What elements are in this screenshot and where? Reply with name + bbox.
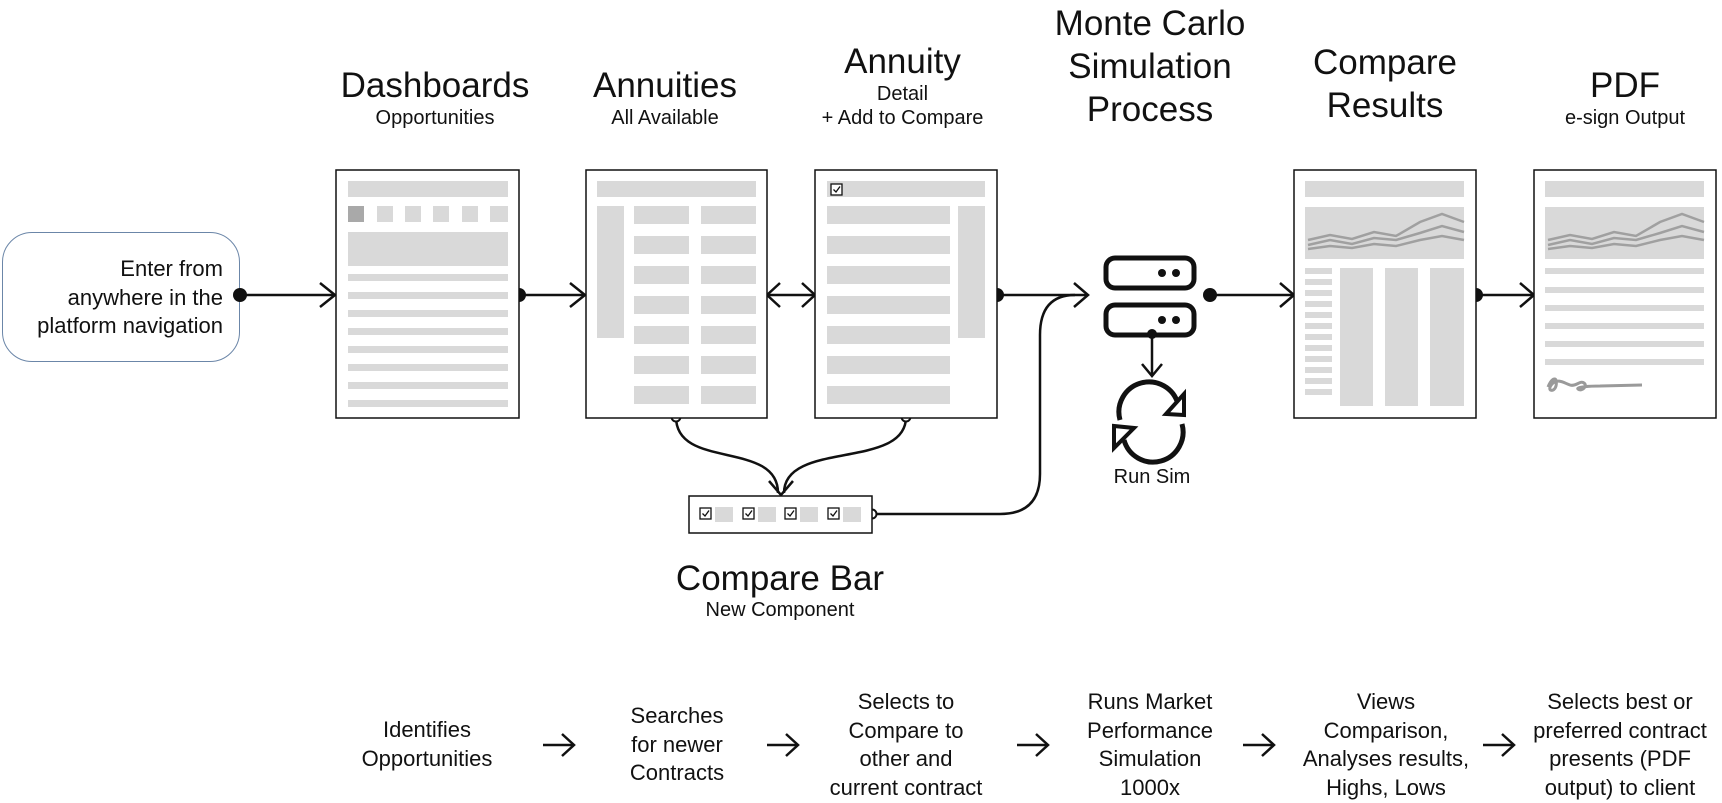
annuities-subtitle: All Available <box>611 107 719 129</box>
connector-comparebar-sim <box>872 293 1076 516</box>
entry-point-label: Enter from anywhere in the platform navi… <box>37 256 223 338</box>
step-runs-simulation: Runs Market Performance Simulation 1000x <box>1087 689 1213 800</box>
run-sim-label: Run Sim <box>1113 466 1191 488</box>
refresh-arrowhead-top <box>1161 388 1186 418</box>
arrowhead-comparebar <box>768 480 794 497</box>
compare-slot-3 <box>784 507 818 522</box>
refresh-icon <box>1116 379 1186 465</box>
pdf-trend-lines <box>1547 212 1705 251</box>
step-searches-contracts: Searches for newer Contracts <box>629 703 725 785</box>
flow-connectors <box>240 282 1536 516</box>
entry-point-box: Enter from anywhere in the platform navi… <box>2 232 240 362</box>
signature-icon <box>1546 377 1643 392</box>
curve-annuities-comparebar <box>674 416 780 494</box>
annuities-screen <box>585 169 768 419</box>
pdf-subtitle: e-sign Output <box>1564 107 1686 129</box>
step-identifies-opportunities: Identifies Opportunities <box>361 717 493 771</box>
annuity-detail-subtitle: Detail + Add to Compare <box>821 83 984 129</box>
arrowhead-runsim <box>1141 363 1163 378</box>
compare-slot-4 <box>827 507 861 522</box>
compare-slot-1 <box>699 507 733 522</box>
server-icon <box>1103 255 1197 338</box>
pdf-title: PDF <box>1590 66 1660 105</box>
pdf-screen <box>1533 169 1717 419</box>
step-selects-to-compare: Selects to Compare to other and current … <box>829 689 983 800</box>
results-trend-lines <box>1307 212 1465 251</box>
arrowhead-sim <box>1073 282 1090 308</box>
dashboards-title: Dashboards <box>340 66 530 105</box>
compare-results-screen <box>1293 169 1477 419</box>
annuities-title: Annuities <box>593 66 737 105</box>
server-lights <box>1147 269 1180 339</box>
refresh-arrowhead-bottom <box>1112 423 1139 453</box>
compare-bar-component <box>688 495 873 534</box>
arrowhead-annuities <box>569 282 588 308</box>
step-views-comparison: Views Comparison, Analyses results, High… <box>1302 689 1470 800</box>
step-selects-best-contract: Selects best or preferred contract prese… <box>1533 689 1707 800</box>
monte-carlo-title: Monte Carlo Simulation Process <box>1054 4 1246 129</box>
arrowhead-dashboards <box>319 282 338 308</box>
compare-results-title: Compare Results <box>1313 43 1457 125</box>
compare-bar-title: Compare Bar <box>675 559 885 598</box>
annuity-detail-screen <box>814 169 998 419</box>
compare-bar-subtitle: New Component <box>705 599 855 621</box>
checkbox-icon <box>830 183 843 196</box>
compare-slot-2 <box>742 507 776 522</box>
annuity-detail-title: Annuity <box>844 42 961 81</box>
curve-annuity-comparebar <box>782 416 908 494</box>
dashboards-screen <box>335 169 520 419</box>
dashboards-subtitle: Opportunities <box>375 107 495 129</box>
